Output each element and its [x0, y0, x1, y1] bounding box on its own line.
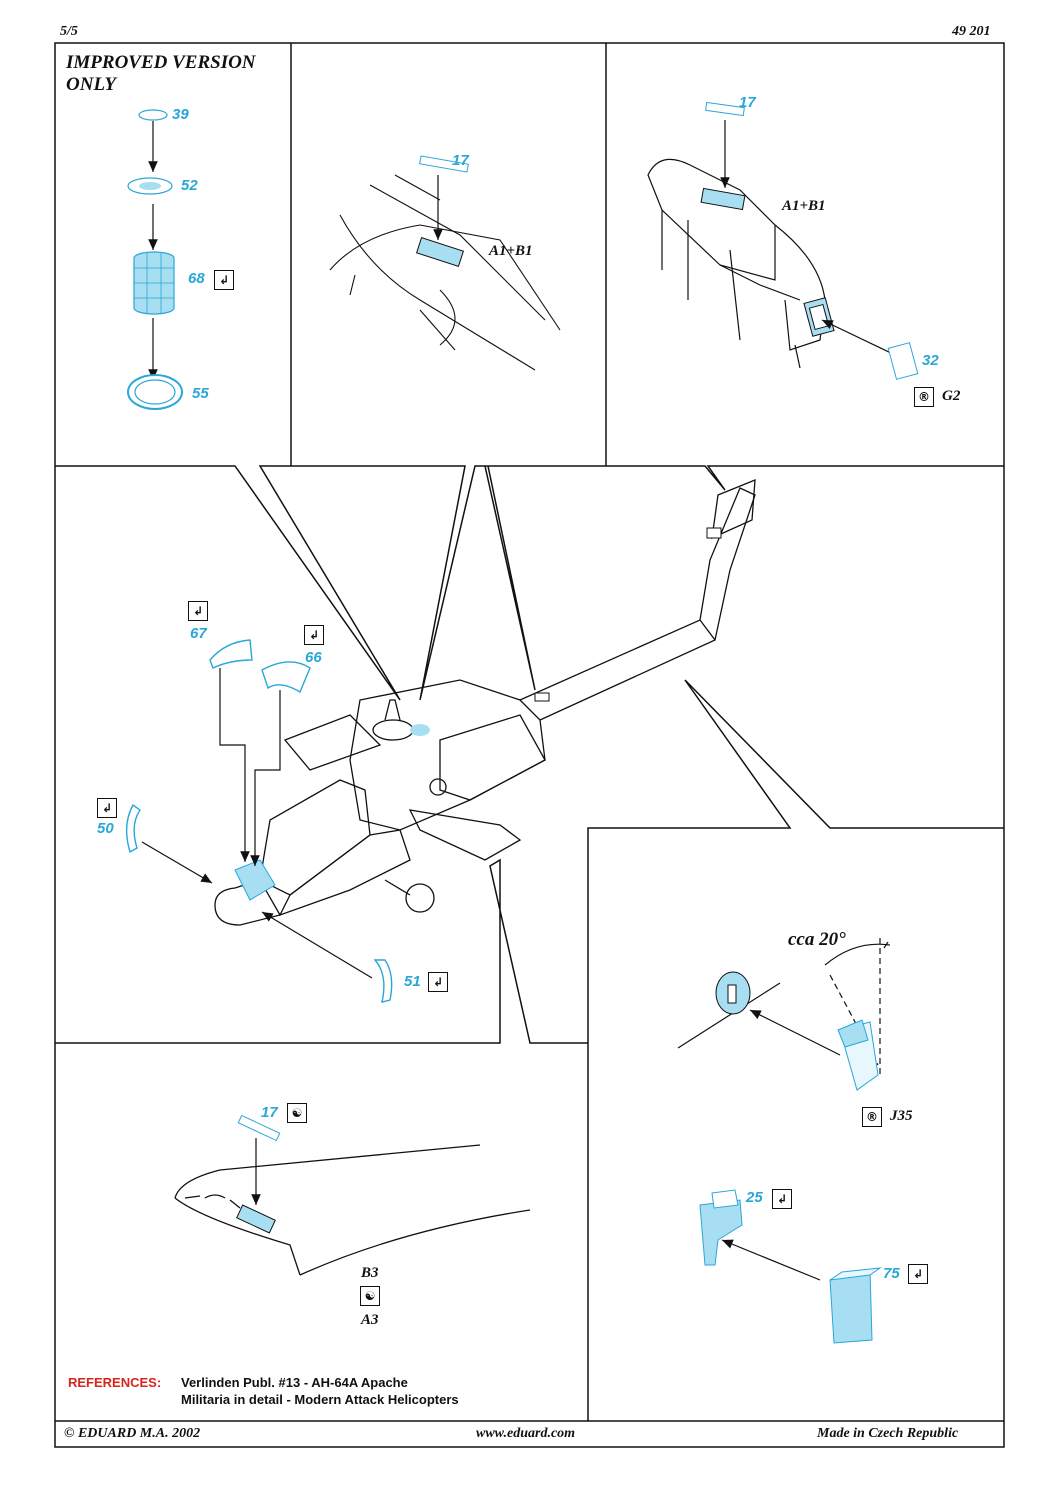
label-b3: B3	[361, 1265, 379, 1281]
part-17-panel-bottom: 17	[261, 1104, 278, 1121]
part-32: 32	[922, 352, 939, 369]
bend-icon: ↲	[97, 798, 117, 818]
r-symbol-icon: ®	[862, 1107, 882, 1127]
bend-icon: ↲	[772, 1189, 792, 1209]
part-39: 39	[172, 106, 189, 123]
part-67: 67	[190, 625, 207, 642]
label-g2: G2	[942, 388, 961, 404]
bend-icon: ↲	[428, 972, 448, 992]
page-number: 5/5	[60, 24, 78, 39]
flip-icon: ☯	[360, 1286, 380, 1306]
part-66: 66	[305, 649, 322, 666]
label-a1b1-left: A1+B1	[489, 243, 533, 259]
copyright: © EDUARD M.A. 2002	[64, 1426, 201, 1441]
part-68: 68	[188, 270, 205, 287]
reference-2: Militaria in detail - Modern Attack Heli…	[181, 1392, 459, 1407]
references-label: REFERENCES:	[68, 1375, 162, 1390]
part-50: 50	[97, 820, 114, 837]
part-75: 75	[883, 1265, 900, 1282]
bend-icon: ↲	[304, 625, 324, 645]
catalog-number: 49 201	[952, 24, 991, 39]
part-51: 51	[404, 973, 421, 990]
part-55: 55	[192, 385, 209, 402]
label-a1b1-right: A1+B1	[782, 198, 826, 214]
part-17-panel3: 17	[739, 94, 756, 111]
title-line-2: ONLY	[66, 74, 116, 95]
origin-text: Made in Czech Republic	[817, 1426, 959, 1441]
reference-1: Verlinden Publ. #13 - AH-64A Apache	[181, 1375, 408, 1390]
part-17-panel2: 17	[452, 152, 469, 169]
label-a3: A3	[361, 1312, 379, 1328]
angle-label: cca 20°	[788, 929, 846, 950]
flip-icon: ☯	[287, 1103, 307, 1123]
bend-icon: ↲	[908, 1264, 928, 1284]
title-line-1: IMPROVED VERSION	[66, 52, 256, 73]
website-link[interactable]: www.eduard.com	[476, 1426, 576, 1441]
r-symbol-icon: ®	[914, 387, 934, 407]
bend-icon: ↲	[214, 270, 234, 290]
bend-icon: ↲	[188, 601, 208, 621]
part-25: 25	[746, 1189, 763, 1206]
part-52: 52	[181, 177, 198, 194]
label-j35: J35	[890, 1108, 913, 1124]
